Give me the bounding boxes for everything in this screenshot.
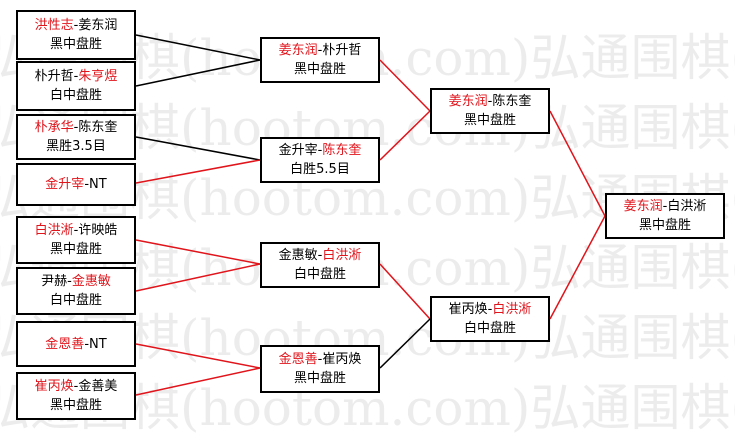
connector-r1m7 xyxy=(135,343,261,369)
player-name: 金惠敏 xyxy=(278,248,318,263)
match-result: 白中盘胜 xyxy=(49,88,102,103)
player-name: 姜东润 xyxy=(623,199,663,214)
connector-r1m4 xyxy=(135,159,261,184)
match-result: 黑中盘胜 xyxy=(293,62,346,77)
match-box-r1m6: 尹赫-金惠敏 白中盘胜 xyxy=(16,267,136,315)
player-name: 朴升哲 xyxy=(34,69,74,84)
connector-r3m1 xyxy=(549,110,606,217)
matchup-text: 金恩善-NT xyxy=(45,336,107,352)
player-name: 金善美 xyxy=(78,379,118,394)
player-name: 尹赫 xyxy=(41,274,68,289)
match-result: 黑中盘胜 xyxy=(463,113,516,128)
match-result: 黑中盘胜 xyxy=(638,218,691,233)
bracket-lines xyxy=(135,34,606,396)
connector-r3m2 xyxy=(549,215,606,320)
matchup-text: 姜东润-陈东奎 xyxy=(448,94,532,109)
match-result: 黑中盘胜 xyxy=(293,371,346,386)
player-name: NT xyxy=(89,336,107,352)
connector-r2m3 xyxy=(379,263,431,320)
player-name: 白洪淅 xyxy=(667,199,707,214)
player-name: 金升宰 xyxy=(45,177,85,192)
player-name: 陈东奎 xyxy=(322,143,362,158)
match-box-r2m4: 金恩善-崔丙焕 黑中盘胜 xyxy=(260,345,380,393)
match-result: 白中盘胜 xyxy=(293,267,346,282)
matchup-text: 金惠敏-白洪淅 xyxy=(278,248,362,263)
match-box-r1m5: 白洪淅-许映皓 黑中盘胜 xyxy=(16,216,136,264)
matchup-text: 金升宰-NT xyxy=(45,177,107,192)
matchup-text: 姜东润-白洪淅 xyxy=(623,199,707,214)
player-name: 金恩善 xyxy=(278,352,318,367)
player-name: 姜东润 xyxy=(78,18,118,33)
connector-r1m2 xyxy=(135,59,261,87)
match-box-r1m4: 金升宰-NT xyxy=(16,163,136,206)
match-box-r3m1: 姜东润-陈东奎 黑中盘胜 xyxy=(430,88,550,134)
player-name: 白洪淅 xyxy=(492,302,532,317)
player-name: 金恩善 xyxy=(45,336,85,352)
player-name: 白洪淅 xyxy=(34,223,74,238)
matchup-text: 姜东润-朴升哲 xyxy=(278,43,362,58)
connector-r2m1 xyxy=(379,59,431,112)
player-name: 姜东润 xyxy=(278,43,318,58)
player-name: NT xyxy=(89,177,107,192)
player-name: 崔丙焕 xyxy=(322,352,362,367)
match-result: 白中盘胜 xyxy=(463,321,516,336)
matchup-text: 尹赫-金惠敏 xyxy=(41,274,111,289)
matchup-text: 朴承华-陈东奎 xyxy=(34,120,118,135)
connector-r2m2 xyxy=(379,110,431,161)
match-box-r3m2: 崔丙焕-白洪淅 白中盘胜 xyxy=(430,296,550,342)
player-name: 白洪淅 xyxy=(322,248,362,263)
player-name: 朴承华 xyxy=(34,120,74,135)
connector-r2m4 xyxy=(379,318,431,369)
matchup-text: 崔丙焕-金善美 xyxy=(34,379,118,394)
player-name: 朴升哲 xyxy=(322,43,362,58)
player-name: 许映皓 xyxy=(78,223,118,238)
player-name: 金升宰 xyxy=(278,143,318,158)
player-name: 陈东奎 xyxy=(78,120,118,135)
matchup-text: 白洪淅-许映皓 xyxy=(34,223,118,238)
match-result: 黑中盘胜 xyxy=(49,398,102,413)
matchup-text: 朴升哲-朱亨煜 xyxy=(34,69,118,84)
match-result: 白胜5.5目 xyxy=(290,162,350,177)
match-box-r2m1: 姜东润-朴升哲 黑中盘胜 xyxy=(260,37,380,83)
match-box-r1m8: 崔丙焕-金善美 黑中盘胜 xyxy=(16,372,136,420)
connector-r1m6 xyxy=(135,263,261,292)
matchup-text: 金恩善-崔丙焕 xyxy=(278,352,362,367)
match-box-r1m3: 朴承华-陈东奎 黑胜3.5目 xyxy=(16,114,136,160)
player-name: 洪性志 xyxy=(34,18,74,33)
match-box-r1m7: 金恩善-NT xyxy=(16,321,136,367)
match-box-r2m3: 金惠敏-白洪淅 白中盘胜 xyxy=(260,242,380,288)
match-box-r1m2: 朴升哲-朱亨煜 白中盘胜 xyxy=(16,61,136,111)
matchup-text: 崔丙焕-白洪淅 xyxy=(448,302,532,317)
match-box-r1m1: 洪性志-姜东润 黑中盘胜 xyxy=(16,10,136,60)
matchup-text: 金升宰-陈东奎 xyxy=(278,143,362,158)
connector-r1m3 xyxy=(135,136,261,161)
player-name: 金惠敏 xyxy=(71,274,111,289)
player-name: 朱亨煜 xyxy=(78,69,118,84)
connector-r1m5 xyxy=(135,239,261,265)
match-box-final: 姜东润-白洪淅 黑中盘胜 xyxy=(605,193,725,239)
match-result: 黑中盘胜 xyxy=(49,37,102,52)
player-name: 崔丙焕 xyxy=(34,379,74,394)
match-result: 黑胜3.5目 xyxy=(46,139,106,154)
match-result: 黑中盘胜 xyxy=(49,242,102,257)
matchup-text: 洪性志-姜东润 xyxy=(34,18,118,33)
match-box-r2m2: 金升宰-陈东奎 白胜5.5目 xyxy=(260,137,380,183)
player-name: 崔丙焕 xyxy=(448,302,488,317)
connector-r1m1 xyxy=(135,34,261,61)
match-result: 白中盘胜 xyxy=(49,293,102,308)
player-name: 陈东奎 xyxy=(492,94,532,109)
connector-r1m8 xyxy=(135,367,261,396)
player-name: 姜东润 xyxy=(448,94,488,109)
